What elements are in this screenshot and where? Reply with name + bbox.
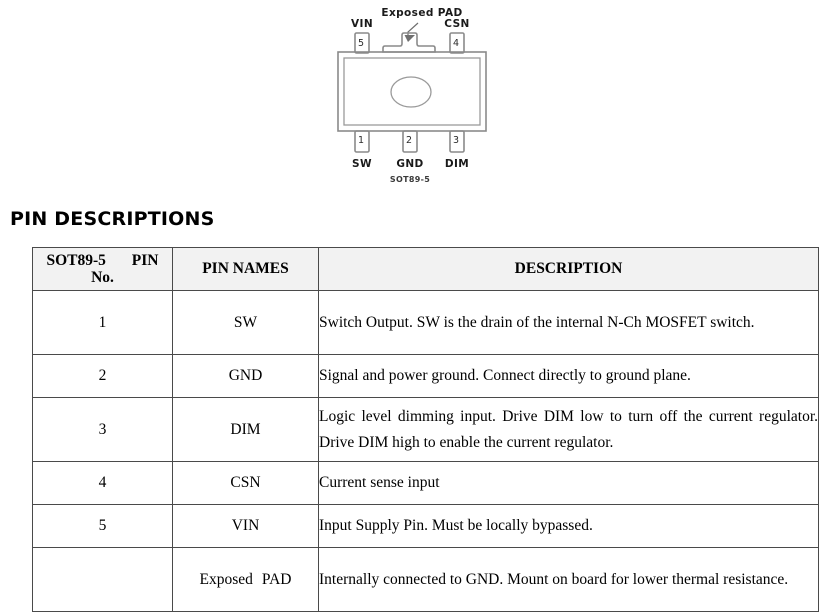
cell-pin-number: 4 [32,461,173,505]
cell-description: Internally connected to GND. Mount on bo… [318,547,819,612]
sot89-5-package-drawing: Exposed PAD VIN CSN 5 4 1 2 3 SW GND [337,7,487,184]
page-title: PIN DESCRIPTIONS [10,208,215,230]
pin-number-5: 5 [358,38,364,49]
cell-pin-name: GND [172,354,319,398]
pin-label-vin: VIN [351,18,373,30]
cell-pin-name: DIM [172,397,319,462]
cell-description: Input Supply Pin. Must be locally bypass… [318,504,819,548]
cell-pin-name: CSN [172,461,319,505]
cell-pin-name-part: PAD [261,570,292,588]
cell-pin-number [32,547,173,612]
pin-label-dim: DIM [445,158,469,170]
column-header-pin-no-pin: PIN [131,251,159,269]
cell-pin-name: VIN [172,504,319,548]
column-header-pin-no-number: No. [91,269,114,286]
pin-number-1: 1 [358,135,364,146]
pin-number-4: 4 [453,38,459,49]
pin-label-csn: CSN [444,18,469,30]
cell-description: Switch Output. SW is the drain of the in… [318,290,819,355]
pin-4-lead [449,32,465,54]
cell-pin-name: Exposed PAD [172,547,319,612]
package-body-outer [337,51,487,132]
package-name-caption: SOT89-5 [390,175,430,184]
table-header-row: SOT89-5 PIN No. PIN NAMES DESCRIPTION [32,247,819,291]
pin-number-3: 3 [453,135,459,146]
package-body-inner [343,57,481,126]
pin-3-lead [449,130,465,153]
column-header-description: DESCRIPTION [318,247,819,291]
cell-pin-number: 3 [32,397,173,462]
pin-1-lead [354,130,370,153]
callout-arrowhead [404,35,415,42]
cell-pin-name: SW [172,290,319,355]
column-header-pin-names: PIN NAMES [172,247,319,291]
column-header-pin-no: SOT89-5 PIN No. [32,247,173,291]
cell-pin-number: 1 [32,290,173,355]
package-center-marking [390,76,432,108]
pin-number-2: 2 [406,135,412,146]
cell-description: Current sense input [318,461,819,505]
cell-description: Signal and power ground. Connect directl… [318,354,819,398]
pin-2-lead [402,130,418,153]
table-row: Exposed PAD Internally connected to GND. M… [32,547,819,612]
pin-label-gnd: GND [396,158,423,170]
cell-description: Logic level dimming input. Drive DIM low… [318,397,819,462]
cell-pin-number: 2 [32,354,173,398]
cell-pin-name-part: Exposed [199,570,253,588]
pin-5-lead [354,32,370,54]
pin-label-sw: SW [352,158,372,170]
table-header: SOT89-5 PIN No. PIN NAMES DESCRIPTION [32,247,819,291]
column-header-pin-no-package: SOT89-5 [46,251,106,269]
package-diagram-figure: Exposed PAD VIN CSN 5 4 1 2 3 SW GND [0,0,829,200]
exposed-pad-callout-label: Exposed PAD [381,7,462,19]
cell-pin-number: 5 [32,504,173,548]
